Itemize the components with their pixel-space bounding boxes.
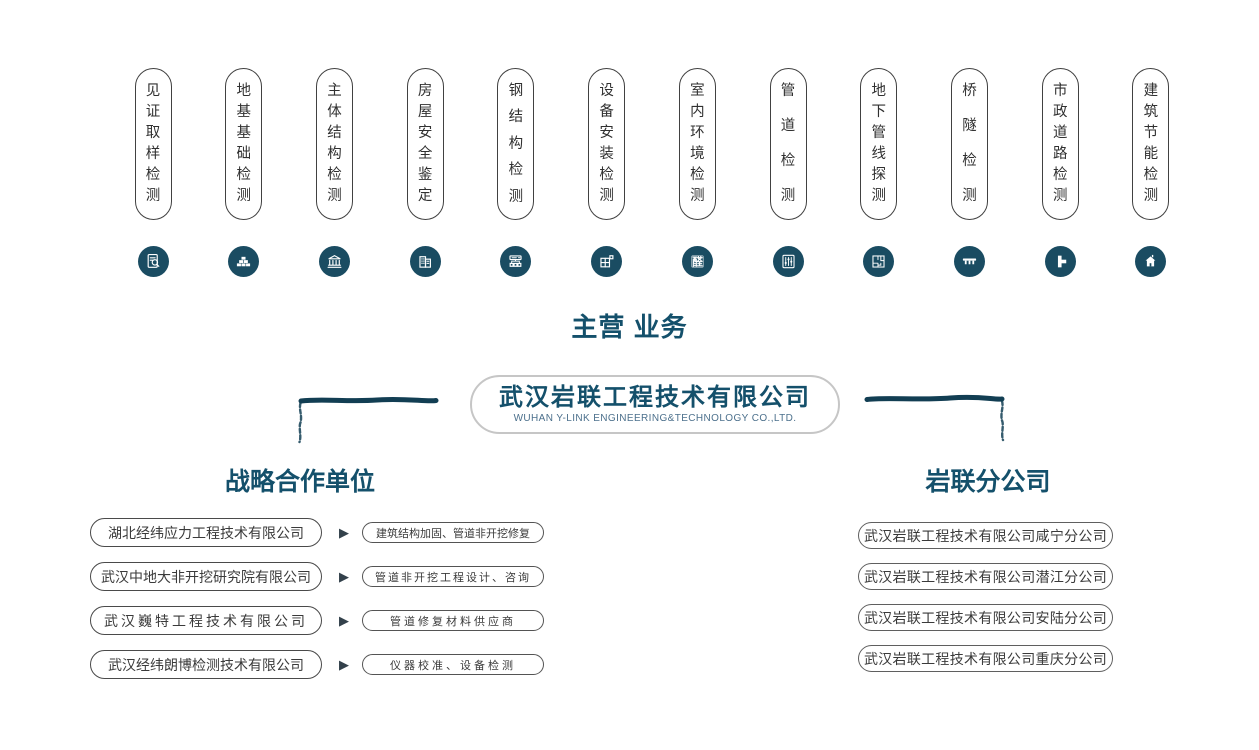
partners-section-title: 战略合作单位 xyxy=(224,468,375,496)
service-label: 室内环境检测 xyxy=(690,83,705,205)
service-capsule: 地下管线探测 xyxy=(860,68,898,220)
company-pill: 武汉岩联工程技术有限公司 WUHAN Y-LINK ENGINEERING&TE… xyxy=(470,375,840,434)
partner-service-pill: 建筑结构加固、管道非开挖修复 xyxy=(362,522,544,543)
service-steel-structure: 钢结构检测 xyxy=(471,68,561,277)
left-brush-stroke xyxy=(298,396,439,444)
road-icon xyxy=(1044,246,1076,277)
partner-service-pill: 管道非开挖工程设计、咨询 xyxy=(362,566,544,587)
partner-service-pill: 管道修复材料供应商 xyxy=(362,610,544,631)
service-label: 桥隧检测 xyxy=(962,83,977,205)
service-building-energy: 建筑节能检测 xyxy=(1106,68,1196,277)
service-label: 见证取样检测 xyxy=(145,83,161,205)
buildings-icon xyxy=(409,246,441,277)
partner-company-pill: 武汉中地大非开挖研究院有限公司 xyxy=(90,562,322,591)
partner-row: 武汉巍特工程技术有限公司 ▶ 管道修复材料供应商 xyxy=(90,606,545,635)
partner-service-pill: 仪器校准、设备检测 xyxy=(362,654,544,675)
service-capsule: 主体结构检测 xyxy=(315,68,353,220)
branch-pill: 武汉岩联工程技术有限公司安陆分公司 xyxy=(858,604,1113,631)
service-label: 主体结构检测 xyxy=(327,83,342,205)
service-label: 管道检测 xyxy=(780,83,796,205)
service-label: 地基基础检测 xyxy=(236,83,251,205)
service-capsule: 钢结构检测 xyxy=(497,68,535,220)
service-label: 市政道路检测 xyxy=(1052,83,1068,205)
modules-grid-icon xyxy=(591,246,623,277)
right-brush-stroke xyxy=(864,394,1005,442)
service-municipal-road: 市政道路检测 xyxy=(1015,68,1105,277)
service-capsule: 地基基础检测 xyxy=(225,68,263,220)
service-bridge-tunnel: 桥隧检测 xyxy=(924,68,1014,277)
partner-company-pill: 湖北经纬应力工程技术有限公司 xyxy=(90,518,322,547)
branch-pill: 武汉岩联工程技术有限公司重庆分公司 xyxy=(858,645,1113,672)
partner-company-pill: 武汉巍特工程技术有限公司 xyxy=(90,606,322,635)
arrow-right-icon: ▶ xyxy=(339,656,349,672)
service-capsule: 设备安装检测 xyxy=(588,68,626,220)
service-indoor-environment: 室内环境检测 醛 xyxy=(652,68,742,277)
arrow-right-icon: ▶ xyxy=(339,524,349,540)
main-business-title: 主营 业务 xyxy=(571,312,688,342)
service-capsule: 市政道路检测 xyxy=(1041,68,1079,220)
svg-text:醛: 醛 xyxy=(692,255,703,268)
pipeline-sliders-icon xyxy=(772,246,804,277)
service-witness-sampling: 见证取样检测 xyxy=(108,68,198,277)
bricks-icon xyxy=(228,246,260,277)
service-equipment-install: 设备安装检测 xyxy=(562,68,652,277)
arrow-right-icon: ▶ xyxy=(339,568,349,584)
arrow-right-icon: ▶ xyxy=(339,612,349,628)
bridge-icon xyxy=(953,246,985,277)
partner-row: 武汉经纬朗博检测技术有限公司 ▶ 仪器校准、设备检测 xyxy=(90,650,545,679)
partner-company-pill: 武汉经纬朗博检测技术有限公司 xyxy=(90,650,322,679)
branch-pill: 武汉岩联工程技术有限公司潜江分公司 xyxy=(858,563,1113,590)
branches-section-title: 岩联分公司 xyxy=(925,468,1051,496)
service-capsule: 室内环境检测 xyxy=(678,68,716,220)
service-pipeline-inspection: 管道检测 xyxy=(743,68,833,277)
structure-frame-icon xyxy=(500,246,532,277)
services-row: 见证取样检测 地基基础检测 xyxy=(108,68,1196,277)
company-name-zh: 武汉岩联工程技术有限公司 xyxy=(499,383,811,411)
service-label: 设备安装检测 xyxy=(599,83,614,205)
formaldehyde-icon: 醛 xyxy=(681,246,713,277)
branch-pill: 武汉岩联工程技术有限公司咸宁分公司 xyxy=(858,522,1113,549)
eco-house-icon xyxy=(1135,246,1167,277)
bank-columns-icon xyxy=(318,246,350,277)
company-name-en: WUHAN Y-LINK ENGINEERING&TECHNOLOGY CO.,… xyxy=(513,413,797,425)
service-label: 房屋安全鉴定 xyxy=(417,83,433,205)
partner-row: 武汉中地大非开挖研究院有限公司 ▶ 管道非开挖工程设计、咨询 xyxy=(90,562,545,591)
floorplan-icon xyxy=(863,246,895,277)
service-main-structure: 主体结构检测 xyxy=(289,68,379,277)
service-foundation: 地基基础检测 xyxy=(199,68,289,277)
service-underground-pipeline: 地下管线探测 xyxy=(834,68,924,277)
document-search-icon xyxy=(137,246,169,277)
service-label: 建筑节能检测 xyxy=(1143,83,1159,205)
service-capsule: 管道检测 xyxy=(769,68,807,220)
service-label: 钢结构检测 xyxy=(508,83,524,205)
service-label: 地下管线探测 xyxy=(871,83,887,205)
service-capsule: 见证取样检测 xyxy=(134,68,172,220)
service-capsule: 房屋安全鉴定 xyxy=(406,68,444,220)
service-building-safety: 房屋安全鉴定 xyxy=(380,68,470,277)
service-capsule: 桥隧检测 xyxy=(950,68,988,220)
partner-row: 湖北经纬应力工程技术有限公司 ▶ 建筑结构加固、管道非开挖修复 xyxy=(90,518,545,547)
service-capsule: 建筑节能检测 xyxy=(1132,68,1170,220)
